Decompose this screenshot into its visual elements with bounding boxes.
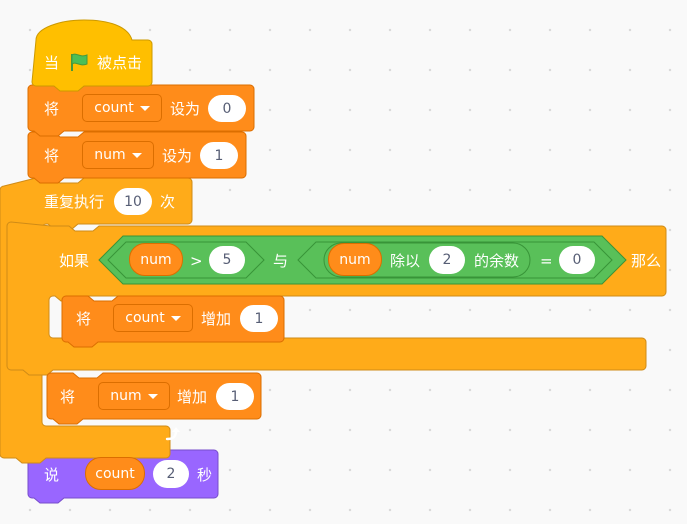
set-num-to-label: 设为 [162,147,193,165]
chevron-down-icon [170,315,181,321]
and-label: 与 [273,252,289,270]
chevron-down-icon [147,393,158,399]
count-variable-dropdown[interactable]: count [82,94,162,122]
remainder-label: 的余数 [474,252,520,270]
num-reporter[interactable]: num [129,243,183,276]
equals-operator: = [540,252,553,270]
set-count-label: 将 [44,100,60,118]
repeat-unit-label: 次 [160,193,176,211]
change-num-label: 将 [60,388,76,406]
chevron-down-icon [131,152,142,158]
set-num-value-input[interactable]: 1 [200,142,238,169]
repeat-label: 重复执行 [44,193,105,211]
change-num-value-input[interactable]: 1 [216,383,254,410]
equals-value-input[interactable]: 0 [559,246,595,274]
when-label: 当 [44,54,60,72]
count-variable-dropdown-change[interactable]: count [113,304,193,332]
set-count-value-input[interactable]: 0 [208,95,246,122]
loop-arrow-icon [164,426,182,442]
change-count-value-input[interactable]: 1 [240,305,278,332]
set-to-label: 设为 [170,100,201,118]
mod-divisor-input[interactable]: 2 [429,246,465,274]
seconds-label: 秒 [197,466,213,484]
green-flag-icon [68,51,90,73]
change-num-by-label: 增加 [177,388,208,406]
change-count-label: 将 [76,310,92,328]
repeat-times-input[interactable]: 10 [114,188,152,215]
set-num-label: 将 [44,147,60,165]
change-by-label: 增加 [201,310,232,328]
greater-than-value-input[interactable]: 5 [209,246,245,274]
mod-label: 除以 [390,252,421,270]
then-label: 那么 [631,252,662,270]
say-label: 说 [44,466,60,484]
num-variable-dropdown[interactable]: num [82,141,154,169]
num-reporter-mod[interactable]: num [328,243,382,276]
clicked-label: 被点击 [97,54,143,72]
if-label: 如果 [59,252,90,270]
chevron-down-icon [139,105,150,111]
hat-block-shape[interactable] [31,19,153,92]
num-variable-dropdown-change[interactable]: num [98,382,170,410]
count-reporter[interactable]: count [85,457,145,490]
greater-than-operator: > [190,252,203,270]
say-seconds-input[interactable]: 2 [153,460,189,488]
